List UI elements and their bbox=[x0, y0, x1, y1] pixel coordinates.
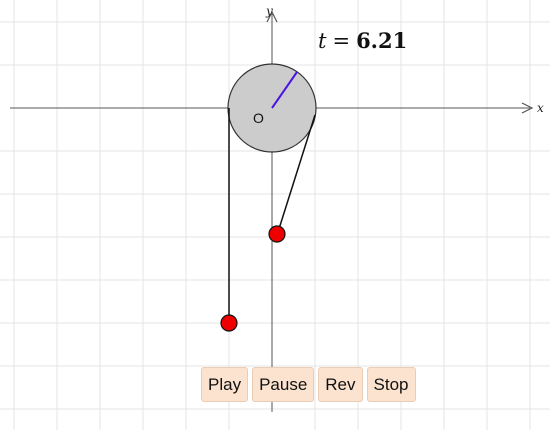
time-equals: = bbox=[332, 29, 351, 53]
right-mass[interactable] bbox=[268, 225, 286, 243]
x-axis-label: x bbox=[537, 101, 544, 115]
time-variable: t bbox=[318, 29, 327, 53]
right-rope bbox=[277, 114, 316, 233]
play-button[interactable]: Play bbox=[201, 367, 249, 402]
time-readout: t=6.21 bbox=[318, 28, 407, 53]
pulley-spoke bbox=[271, 71, 298, 109]
pause-button[interactable]: Pause bbox=[252, 367, 315, 402]
x-axis-arrow-icon bbox=[521, 102, 534, 114]
rev-button[interactable]: Rev bbox=[318, 367, 363, 402]
y-axis-arrow-icon bbox=[266, 10, 278, 23]
y-axis-label: y bbox=[266, 4, 273, 18]
animation-controls: Play Pause Rev Stop bbox=[201, 367, 416, 402]
left-mass[interactable] bbox=[220, 314, 238, 332]
stop-button[interactable]: Stop bbox=[366, 367, 416, 402]
origin-label: O bbox=[253, 110, 264, 126]
time-value: 6.21 bbox=[356, 28, 408, 53]
